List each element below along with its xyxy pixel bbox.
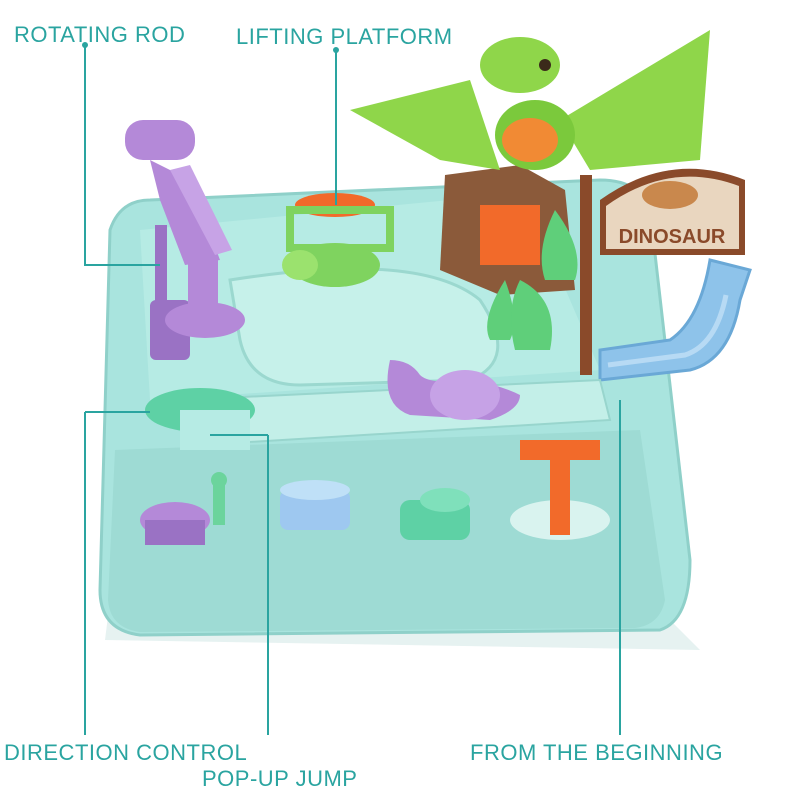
purple-dino-car (387, 360, 520, 420)
blue-ramp-lane (607, 294, 729, 368)
curved-track (228, 267, 500, 387)
blue-ramp (598, 258, 752, 382)
leader-dot-rotating-rod (82, 42, 88, 48)
arch-opening (480, 205, 540, 265)
label-pop-up-jump: POP-UP JUMP (202, 766, 358, 791)
purple-lever (140, 472, 227, 545)
green-trees (487, 210, 578, 350)
blue-push-button (280, 480, 350, 530)
dinosaur-sign: DINOSAUR (580, 168, 745, 375)
label-rotating-rod: ROTATING ROD (14, 22, 186, 47)
rotating-rod (125, 120, 245, 360)
leader-dot-lifting (333, 47, 339, 53)
front-panel (108, 430, 665, 632)
label-lifting-platform: LIFTING PLATFORM (236, 24, 453, 49)
leader-lines (84, 45, 621, 735)
orange-t-handle (510, 440, 610, 540)
direction-control-gate (145, 388, 255, 450)
label-from-the-beginning: FROM THE BEGINNING (470, 740, 724, 765)
label-direction-control: DIRECTION CONTROL (4, 740, 248, 765)
green-rotary-knob (400, 488, 470, 540)
leader-rotating-rod (84, 45, 160, 266)
green-dragon (350, 30, 710, 170)
sign-text: DINOSAUR (619, 226, 726, 248)
green-dino-car (282, 243, 380, 287)
